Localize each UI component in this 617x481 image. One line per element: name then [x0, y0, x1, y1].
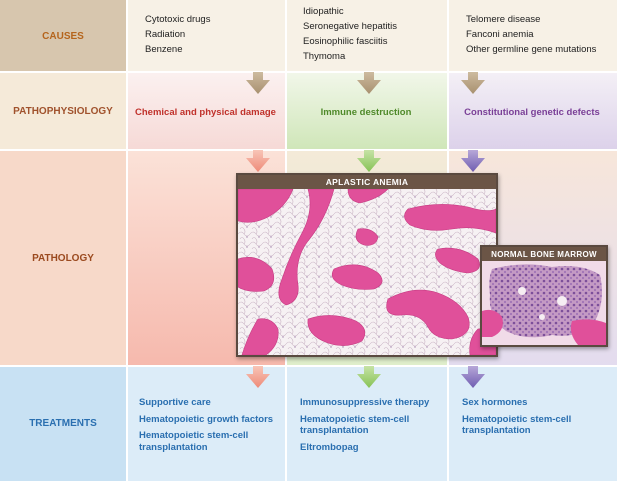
treatments-col1: Supportive care Hematopoietic growth fac…	[139, 397, 279, 458]
cause-item: Eosinophilic fasciitis	[303, 36, 388, 47]
arrow-down-icon	[357, 72, 381, 94]
arrow-down-icon	[246, 366, 270, 388]
divider	[0, 149, 617, 151]
aplastic-marrow-micrograph	[238, 189, 496, 355]
arrow-down-icon	[357, 150, 381, 172]
row-label-causes: CAUSES	[42, 30, 84, 42]
treatment-item: Hematopoietic growth factors	[139, 413, 274, 425]
cause-item: Fanconi anemia	[466, 29, 534, 40]
arrow-down-icon	[461, 72, 485, 94]
treatment-item: Hematopoietic stem-cell transplantation	[139, 430, 249, 453]
normal-marrow-micrograph	[482, 261, 606, 345]
causes-col3: Telomere disease Fanconi anemia Other ge…	[466, 12, 596, 57]
cause-item: Seronegative hepatitis	[303, 21, 398, 32]
treatment-item: Hematopoietic stem-cell transplantation	[300, 413, 410, 437]
treatment-item: Sex hormones	[462, 397, 528, 408]
divider	[0, 365, 617, 367]
pathology-label-cell	[0, 150, 126, 366]
divider	[126, 0, 128, 481]
treatment-item: Eltrombopag	[300, 441, 359, 453]
treatments-col3: Sex hormones Hematopoietic stem-cell tra…	[462, 397, 612, 442]
treatment-item: Immunosuppressive therapy	[300, 397, 430, 408]
row-label-pathophysiology: PATHOPHYSIOLOGY	[13, 105, 113, 117]
causes-label-cell	[0, 0, 126, 72]
treatment-item: Supportive care	[139, 397, 211, 408]
causes-col1: Cytotoxic drugs Radiation Benzene	[145, 12, 210, 57]
patho-col1-label: Chemical and physical damage	[135, 106, 276, 118]
aplastic-anemia-title: APLASTIC ANEMIA	[238, 175, 496, 189]
cause-item: Idiopathic	[303, 6, 344, 17]
divider	[0, 71, 617, 73]
row-label-pathology: PATHOLOGY	[32, 252, 94, 264]
aplastic-anemia-panel: APLASTIC ANEMIA	[236, 173, 498, 357]
normal-bone-marrow-title: NORMAL BONE MARROW	[482, 247, 606, 261]
treatments-col2: Immunosuppressive therapy Hematopoietic …	[300, 397, 442, 458]
arrow-down-icon	[246, 72, 270, 94]
arrow-down-icon	[461, 366, 485, 388]
cause-item: Radiation	[145, 29, 186, 40]
causes-col2: Idiopathic Seronegative hepatitis Eosino…	[303, 4, 397, 64]
arrow-down-icon	[246, 150, 270, 172]
row-label-treatments: TREATMENTS	[29, 418, 97, 429]
cause-item: Other germline gene mutations	[466, 44, 597, 55]
patho-label-cell	[0, 72, 126, 150]
arrow-down-icon	[461, 150, 485, 172]
treatments-label-cell	[0, 366, 126, 481]
patho-col3-label: Constitutional genetic defects	[464, 106, 600, 118]
cause-item: Telomere disease	[466, 14, 541, 25]
cause-item: Cytotoxic drugs	[145, 14, 211, 25]
cause-item: Thymoma	[303, 51, 346, 62]
normal-bone-marrow-panel: NORMAL BONE MARROW	[480, 245, 608, 347]
patho-col2-label: Immune destruction	[320, 106, 412, 118]
arrow-down-icon	[357, 366, 381, 388]
cause-item: Benzene	[145, 44, 183, 55]
treatment-item: Hematopoietic stem-cell transplantation	[462, 413, 572, 437]
